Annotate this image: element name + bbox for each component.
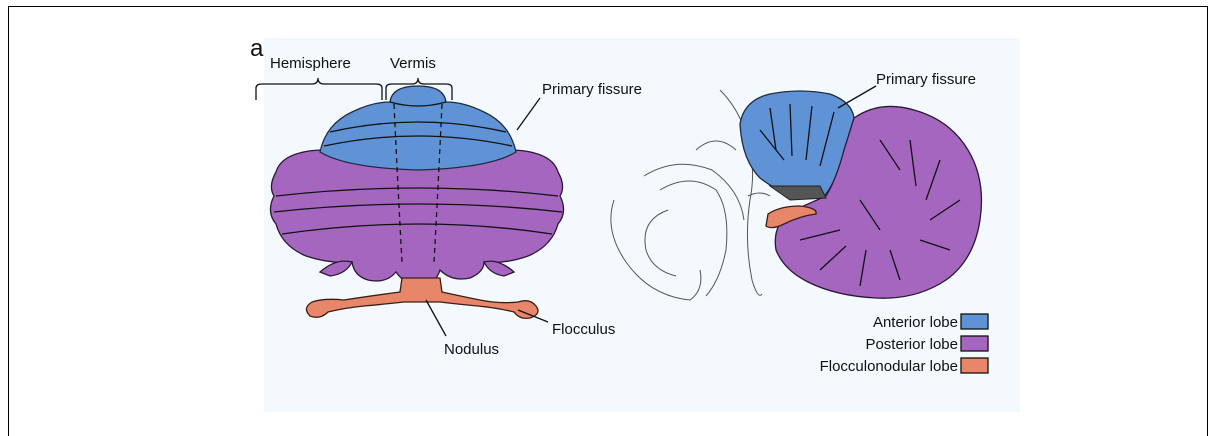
legend-swatch-posterior [961, 336, 988, 351]
brainstem-outline [645, 210, 676, 276]
primary-fissure-leader-left [517, 98, 540, 130]
hemisphere-label: Hemisphere [270, 55, 351, 72]
nodulus-leader [426, 300, 446, 336]
primary-fissure-leader-right [838, 86, 876, 108]
hemisphere-bracket [256, 78, 382, 100]
primary-fissure-label-right: Primary fissure [876, 71, 976, 88]
legend-swatch-flocculonodular [961, 358, 988, 373]
legend: Anterior lobe Posterior lobe Flocculonod… [820, 314, 988, 375]
panel-letter: a [250, 35, 264, 62]
tonsil-left [320, 261, 352, 276]
tonsil-right [484, 261, 514, 276]
brainstem-outline [660, 181, 727, 296]
brainstem-outline [696, 141, 736, 150]
primary-fissure-label-left: Primary fissure [542, 81, 642, 98]
vermis-label: Vermis [390, 55, 436, 72]
legend-swatch-anterior [961, 314, 988, 329]
dorsal-cerebellum [256, 78, 564, 336]
brainstem-outline [644, 164, 744, 220]
legend-label-flocculonodular: Flocculonodular lobe [820, 358, 958, 375]
sagittal-cerebellum [611, 86, 982, 300]
flocculus-label: Flocculus [552, 321, 615, 338]
fourth-ventricle [770, 186, 826, 200]
nodulus-label: Nodulus [444, 341, 499, 358]
cerebellum-figure: a Hemisphere Vermis Primary fissure Nodu… [0, 0, 1214, 426]
flocculonodular-lobe-dorsal [306, 278, 538, 318]
legend-label-anterior: Anterior lobe [873, 314, 958, 331]
brainstem-outline [611, 200, 701, 300]
legend-label-posterior: Posterior lobe [865, 336, 958, 353]
